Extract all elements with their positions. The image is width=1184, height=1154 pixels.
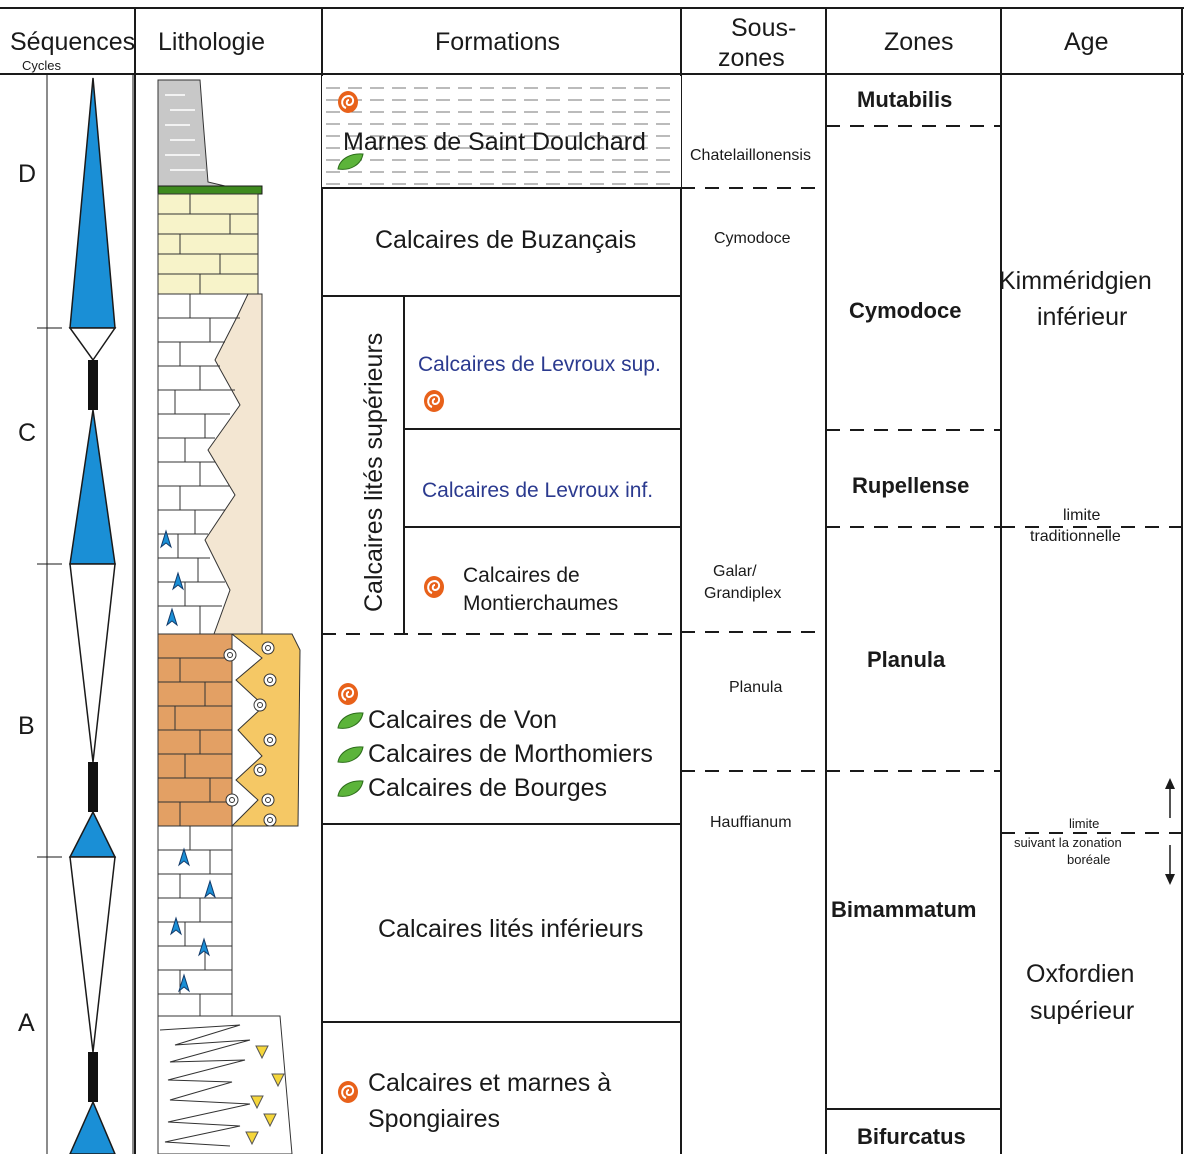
trend-triangle-c — [70, 410, 115, 564]
zone-planula: Planula — [867, 647, 946, 672]
souszone-chatelaillonensis: Chatelaillonensis — [690, 147, 811, 164]
formation-buzancais: Calcaires de Buzançais — [375, 226, 636, 254]
arrow-down-icon — [1165, 845, 1175, 885]
age-column: Kimméridgien inférieur limite traditionn… — [999, 267, 1184, 1025]
formation-montierchaumes-line1: Calcaires de — [463, 564, 580, 587]
limite-boreale-line1: limite — [1069, 816, 1099, 831]
max-flooding-bar — [88, 360, 98, 410]
zone-bimammatum: Bimammatum — [831, 897, 976, 922]
zones-column: Mutabilis Cymodoce Rupellense Planula Bi… — [826, 87, 1001, 1149]
souszones-column: Chatelaillonensis Cymodoce Galar/ Grandi… — [681, 147, 826, 831]
age-oxfordien-line1: Oxfordien — [1026, 960, 1134, 988]
formation-spongiaires-line1: Calcaires et marnes à — [368, 1069, 611, 1097]
souszone-cymodoce: Cymodoce — [714, 230, 791, 247]
sequence-label-d: D — [18, 160, 36, 188]
formation-spongiaires-line2: Spongiaires — [368, 1105, 500, 1133]
formation-levroux-inf: Calcaires de Levroux inf. — [422, 479, 653, 502]
limite-boreale-line3: boréale — [1067, 852, 1110, 867]
souszone-hauffianum: Hauffianum — [710, 814, 792, 831]
header-row: Séquences Cycles Lithologie Formations S… — [10, 14, 1108, 73]
formation-montierchaumes-line2: Montierchaumes — [463, 592, 618, 615]
zone-rupellense: Rupellense — [852, 473, 969, 498]
trend-triangle-a — [70, 1102, 115, 1154]
sequence-label-c: C — [18, 419, 36, 447]
limite-traditionnelle-line2: traditionnelle — [1030, 528, 1121, 545]
limite-boreale-line2: suivant la zonation — [1014, 835, 1122, 850]
formation-von: Calcaires de Von — [368, 706, 557, 734]
souszone-galar-line2: Grandiplex — [704, 585, 781, 602]
age-oxfordien-line2: supérieur — [1030, 997, 1134, 1025]
sequence-label-a: A — [18, 1009, 35, 1037]
formation-group-lites-superieurs: Calcaires lités supérieurs — [360, 333, 388, 612]
formations-column: Marnes de Saint Doulchard Calcaires de B… — [322, 76, 681, 1133]
formation-saint-doulchard: Marnes de Saint Doulchard — [343, 128, 646, 156]
header-cycles: Cycles — [22, 58, 62, 73]
header-lithologie: Lithologie — [158, 28, 265, 56]
header-zones: Zones — [884, 28, 953, 56]
formation-bourges: Calcaires de Bourges — [368, 774, 607, 802]
header-formations: Formations — [435, 28, 560, 56]
zone-mutabilis: Mutabilis — [857, 87, 952, 112]
sequence-column: D C B A — [18, 74, 133, 1154]
header-sequences: Séquences — [10, 28, 135, 56]
souszone-planula: Planula — [729, 679, 782, 696]
age-kimmeridgien-line2: inférieur — [1037, 303, 1127, 331]
trend-triangle-b — [70, 812, 115, 857]
header-souszones-line1: Sous- — [731, 14, 796, 42]
header-souszones-line2: zones — [718, 44, 785, 72]
arrow-up-icon — [1165, 778, 1175, 818]
souszone-galar-line1: Galar/ — [713, 563, 757, 580]
limite-traditionnelle-line1: limite — [1063, 507, 1100, 524]
formation-lites-inferieurs: Calcaires lités inférieurs — [378, 915, 643, 943]
formation-morthomiers: Calcaires de Morthomiers — [368, 740, 653, 768]
age-kimmeridgien-line1: Kimméridgien — [999, 267, 1152, 295]
zone-bifurcatus: Bifurcatus — [857, 1124, 966, 1149]
lithology-column — [158, 80, 300, 1154]
zone-cymodoce: Cymodoce — [849, 298, 961, 323]
formation-levroux-sup: Calcaires de Levroux sup. — [418, 353, 661, 376]
sequence-label-b: B — [18, 712, 35, 740]
trend-triangle-d — [70, 78, 115, 328]
header-age: Age — [1064, 28, 1108, 56]
